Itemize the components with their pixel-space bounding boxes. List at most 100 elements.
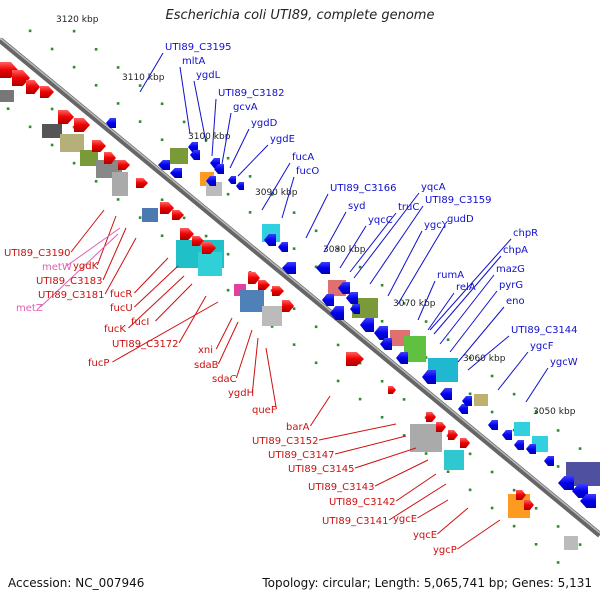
forward-gene-arrow (458, 404, 468, 414)
forward-gene-arrow (264, 234, 276, 246)
scale-dot (534, 411, 538, 414)
leader-line (309, 395, 331, 427)
forward-gene-label: yqcC (368, 215, 393, 226)
reverse-gene-label: UTI89_C3141 (322, 516, 389, 527)
scale-dot (94, 84, 98, 87)
forward-gene-arrow (572, 484, 588, 498)
scale-dot (138, 120, 142, 123)
scale-dot (182, 120, 186, 124)
scale-dot (72, 65, 76, 69)
leader-line (397, 224, 446, 305)
forward-strand-features (106, 118, 600, 508)
scale-dot (446, 470, 450, 473)
scale-dot (72, 29, 76, 33)
forward-gene-arrow (228, 176, 236, 184)
forward-gene-arrow (106, 118, 116, 128)
tick-label: 3080 kbp (323, 245, 366, 255)
scale-dot (28, 29, 32, 33)
reverse-gene-arrow (524, 500, 534, 510)
reverse-gene-label: fucI (131, 317, 149, 328)
forward-gene-arrow (514, 440, 524, 450)
reverse-gene-arrow (40, 86, 54, 98)
leader-line (211, 98, 217, 157)
leader-line (318, 423, 397, 441)
forward-gene-labels: UTI89_C3195mltAygdLUTI89_C3182gcvAygdDyg… (165, 42, 578, 368)
forward-gene-arrow (350, 304, 360, 314)
leader-line (66, 227, 121, 267)
scale-dot (402, 398, 406, 401)
forward-gene-label: mltA (182, 56, 205, 67)
reverse-gene-arrow (58, 110, 74, 124)
forward-gene-arrow (526, 444, 536, 454)
reverse-gene-arrow (12, 70, 30, 86)
scale-dot (50, 107, 54, 111)
leader-line (467, 335, 510, 371)
forward-gene-arrow (462, 396, 472, 406)
forward-gene-arrow (188, 142, 198, 152)
scale-dot (358, 361, 362, 365)
scale-dot (380, 415, 384, 419)
leader-line (433, 255, 502, 335)
scale-dot (270, 193, 274, 196)
leader-line (525, 367, 549, 403)
reverse-gene-arrow (460, 438, 470, 448)
leader-line (388, 483, 447, 521)
scale-dot (50, 47, 54, 51)
scale-dot (380, 379, 384, 383)
rna-gene-label: metW (42, 262, 72, 273)
leader-line (457, 306, 505, 363)
forward-gene-arrow (396, 352, 408, 364)
forward-gene-label: ygdD (251, 118, 278, 129)
leader-line (251, 337, 259, 393)
scale-dot (490, 506, 494, 510)
scale-dot (358, 265, 362, 269)
tick-label: 3100 kbp (188, 132, 231, 142)
reverse-gene-arrow (258, 280, 270, 290)
gene-feature (444, 450, 464, 470)
scale-dot (160, 234, 164, 238)
leader-line (155, 283, 193, 322)
scale-dot (314, 361, 318, 365)
scale-dot (116, 198, 120, 201)
leader-line (417, 280, 436, 321)
scale-dot (226, 288, 230, 292)
reverse-gene-label: ygcE (393, 514, 417, 525)
scale-dot (358, 397, 362, 401)
reverse-gene-label: ygdK (73, 261, 99, 272)
scale-dot (248, 175, 252, 178)
leader-line (354, 447, 417, 469)
reverse-gene-label: UTI89_C3183 (36, 276, 103, 287)
forward-gene-label: relA (456, 282, 476, 293)
reverse-gene-label: barA (286, 422, 310, 433)
forward-gene-label: UTI89_C3159 (425, 195, 492, 206)
scale-dot (402, 434, 406, 437)
forward-gene-label: gudD (447, 214, 474, 225)
gene-feature (112, 172, 128, 196)
scale-dot (292, 247, 296, 250)
scale-dot (556, 525, 560, 528)
gene-feature (474, 394, 488, 406)
forward-gene-label: UTI89_C3182 (218, 88, 285, 99)
scale-dot (578, 447, 582, 450)
rna-gene-label: metZ (16, 303, 43, 314)
reverse-gene-arrow (104, 152, 116, 164)
genome-summary-label: Topology: circular; Length: 5,065,741 bp… (262, 576, 592, 590)
forward-gene-label: yqcA (421, 182, 446, 193)
leader-line (178, 295, 207, 344)
gene-feature (404, 336, 426, 362)
leader-line (229, 128, 250, 169)
gene-feature (0, 90, 14, 102)
forward-gene-arrow (282, 262, 296, 274)
reverse-gene-arrow (426, 412, 436, 422)
forward-gene-arrow (330, 306, 344, 320)
forward-gene-label: truC (398, 202, 419, 213)
leader-line (339, 225, 367, 269)
forward-gene-arrow (580, 494, 596, 508)
scale-dot (116, 66, 120, 69)
reverse-gene-label: UTI89_C3147 (268, 450, 335, 461)
leader-line (193, 80, 207, 143)
gene-feature (564, 536, 578, 550)
label-leader-lines (40, 52, 549, 550)
scale-dot (424, 320, 428, 323)
